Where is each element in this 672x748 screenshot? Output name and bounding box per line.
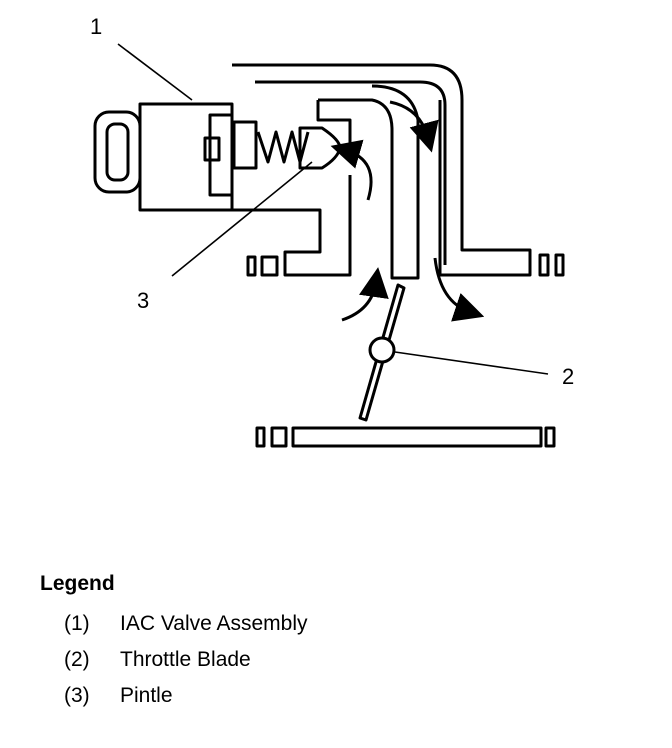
legend: Legend (1) IAC Valve Assembly (2) Thrott… <box>40 572 308 714</box>
housing-outer <box>232 63 532 277</box>
callout-2: 2 <box>562 364 575 389</box>
base-plate <box>291 426 543 448</box>
flange-right-1 <box>538 253 550 277</box>
connector-outer <box>93 110 142 194</box>
pintle-nut <box>232 120 258 170</box>
inner-passage <box>318 84 420 280</box>
plate-left-2 <box>270 426 288 448</box>
leader-line-3 <box>171 161 313 277</box>
connector-inner <box>105 122 130 182</box>
valve-flange <box>208 113 234 197</box>
airflow-arrow-3 <box>341 267 389 322</box>
plate-right <box>544 426 556 448</box>
flange-left-1 <box>246 255 257 277</box>
throttle-shaft <box>368 336 396 364</box>
airflow-arrow-4 <box>433 257 485 322</box>
legend-item-number: (1) <box>64 612 90 635</box>
airflow-arrow-2 <box>389 100 439 153</box>
leader-line-1 <box>117 43 193 101</box>
shaft <box>203 136 221 162</box>
legend-title: Legend <box>40 572 115 595</box>
legend-item: (2) Throttle Blade <box>64 642 308 678</box>
legend-item-label: Throttle Blade <box>120 648 251 671</box>
throttle-blade <box>358 283 406 422</box>
airflow-arrow-1 <box>330 139 373 201</box>
leader-line-2 <box>394 351 549 375</box>
legend-item: (1) IAC Valve Assembly <box>64 606 308 642</box>
flange-right-2 <box>554 253 565 277</box>
iac-valve-diagram <box>93 43 565 448</box>
legend-item-number: (2) <box>64 648 90 671</box>
lower-housing <box>232 175 352 277</box>
valve-seat <box>316 100 352 150</box>
legend-item: (3) Pintle <box>64 678 308 714</box>
callout-3: 3 <box>137 288 150 313</box>
legend-item-label: IAC Valve Assembly <box>120 612 308 635</box>
legend-item-number: (3) <box>64 684 90 707</box>
plate-left-1 <box>255 426 266 448</box>
flange-left-2 <box>260 255 279 277</box>
callout-1: 1 <box>90 14 103 39</box>
housing-top-channel <box>255 80 447 265</box>
legend-item-label: Pintle <box>120 684 173 707</box>
